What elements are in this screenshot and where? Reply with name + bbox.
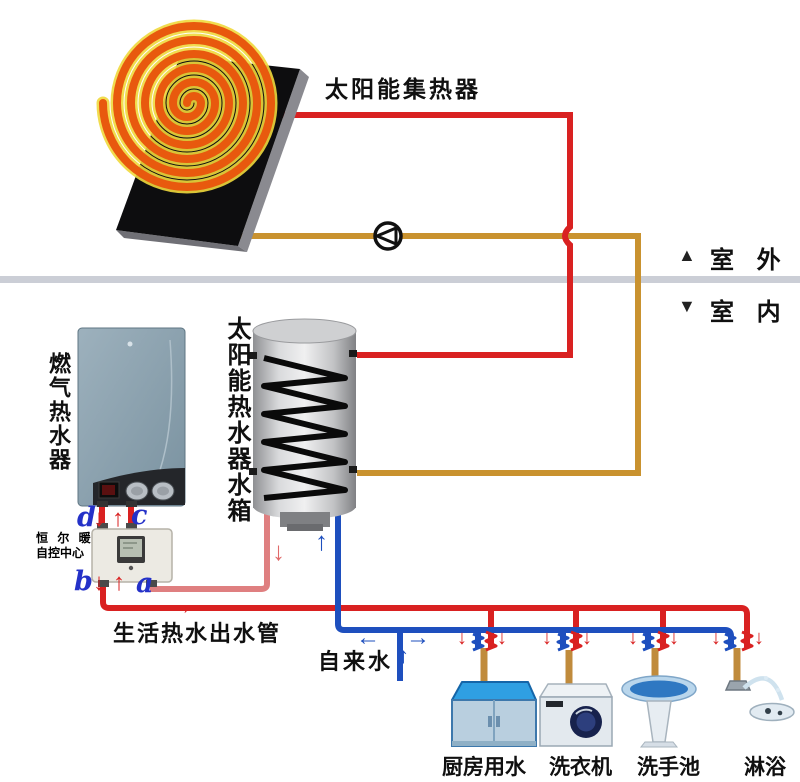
wash-basin-label: 洗手池 [637,756,700,779]
shower-label: 淋浴 [744,756,786,779]
wash-basin-fixture [621,675,697,748]
controller-label-line2: 自控中心 [36,546,85,560]
fixture-feed-pipes-tan [480,648,741,692]
cold-water-pipe-blue [335,512,734,648]
triangle-down-icon: ▼ [678,296,696,316]
flow-arrow-down-icon: ↓ [669,627,679,649]
controller-box [91,523,173,587]
shower-fixture [724,676,795,722]
tank-label: 太阳能热水器水箱 [223,316,250,524]
outdoor-label: 室 外 [710,247,789,274]
flow-arrow-down-icon: ↓ [497,627,507,649]
flow-arrow-down-icon: ↓ [93,569,105,596]
flow-arrow-up-icon: ↑ [315,526,328,556]
valve-icon [471,632,485,652]
flow-arrow-down-icon: ↓ [628,627,638,649]
flow-arrow-down-icon: ↓ [542,627,552,649]
flow-arrow-down-icon: ↓ [754,627,764,649]
valve-icon [569,630,583,652]
triangle-up-icon: ▲ [678,245,696,265]
kitchen-sink-fixture [451,681,537,747]
flow-arrow-down-icon: ↓ [711,627,721,649]
port-a-label: a [136,568,154,599]
flow-arrow-up-icon: ↑ [112,505,124,532]
controller-label-line1: 恒 尔 暖 [36,531,94,545]
domestic-hot-water-pipe-red [100,582,750,648]
valve-icon [656,630,670,652]
pump-icon [373,221,403,251]
flow-arrow-up-icon: ↑ [113,569,125,596]
flow-arrow-up-icon: ↑ [398,643,409,668]
flow-arrow-left-icon: ← [356,624,380,651]
flow-arrow-down-icon: ↓ [93,505,105,532]
washing-machine-fixture [539,683,613,747]
solar-collector-label: 太阳能集热器 [325,76,481,102]
tank-to-controller-pipe-pink [150,512,270,592]
controller-button [128,565,134,571]
valve-icon [740,630,754,652]
kitchen-label: 厨房用水 [442,756,526,779]
hot-water-outlet-label: 生活热水出水管 [113,621,282,646]
tap-valves [471,630,754,652]
sun-spiral-icon [96,19,278,194]
indoor-label: 室 内 [710,299,789,326]
valve-icon [484,630,498,652]
valve-icon [641,632,655,652]
port-c-label: c [131,500,148,531]
gas-heater-label: 燃气热水器 [46,352,71,472]
wall-divider-line [0,276,800,283]
controller-label: 恒 尔 暖 自控中心 [36,531,100,561]
washing-machine-label: 洗衣机 [549,756,612,779]
solar-tank [249,318,357,531]
port-d-label: d [77,502,96,533]
flow-arrow-right-icon: → [406,624,430,651]
solar-supply-pipe-red [280,112,573,358]
solar-return-pipe-orange [228,233,641,476]
flow-arrow-down-icon: ↓ [272,536,285,566]
flow-arrow-right-icon: → [168,590,194,620]
port-b-label: b [74,566,93,597]
gas-water-heater [77,327,186,507]
heat-exchanger-coil [261,355,348,501]
valve-icon [723,632,737,652]
flow-arrow-down-icon: ↓ [582,627,592,649]
flow-arrow-down-icon: ↓ [457,627,467,649]
valve-icon [556,632,570,652]
tap-water-label: 自来水 [318,649,394,674]
